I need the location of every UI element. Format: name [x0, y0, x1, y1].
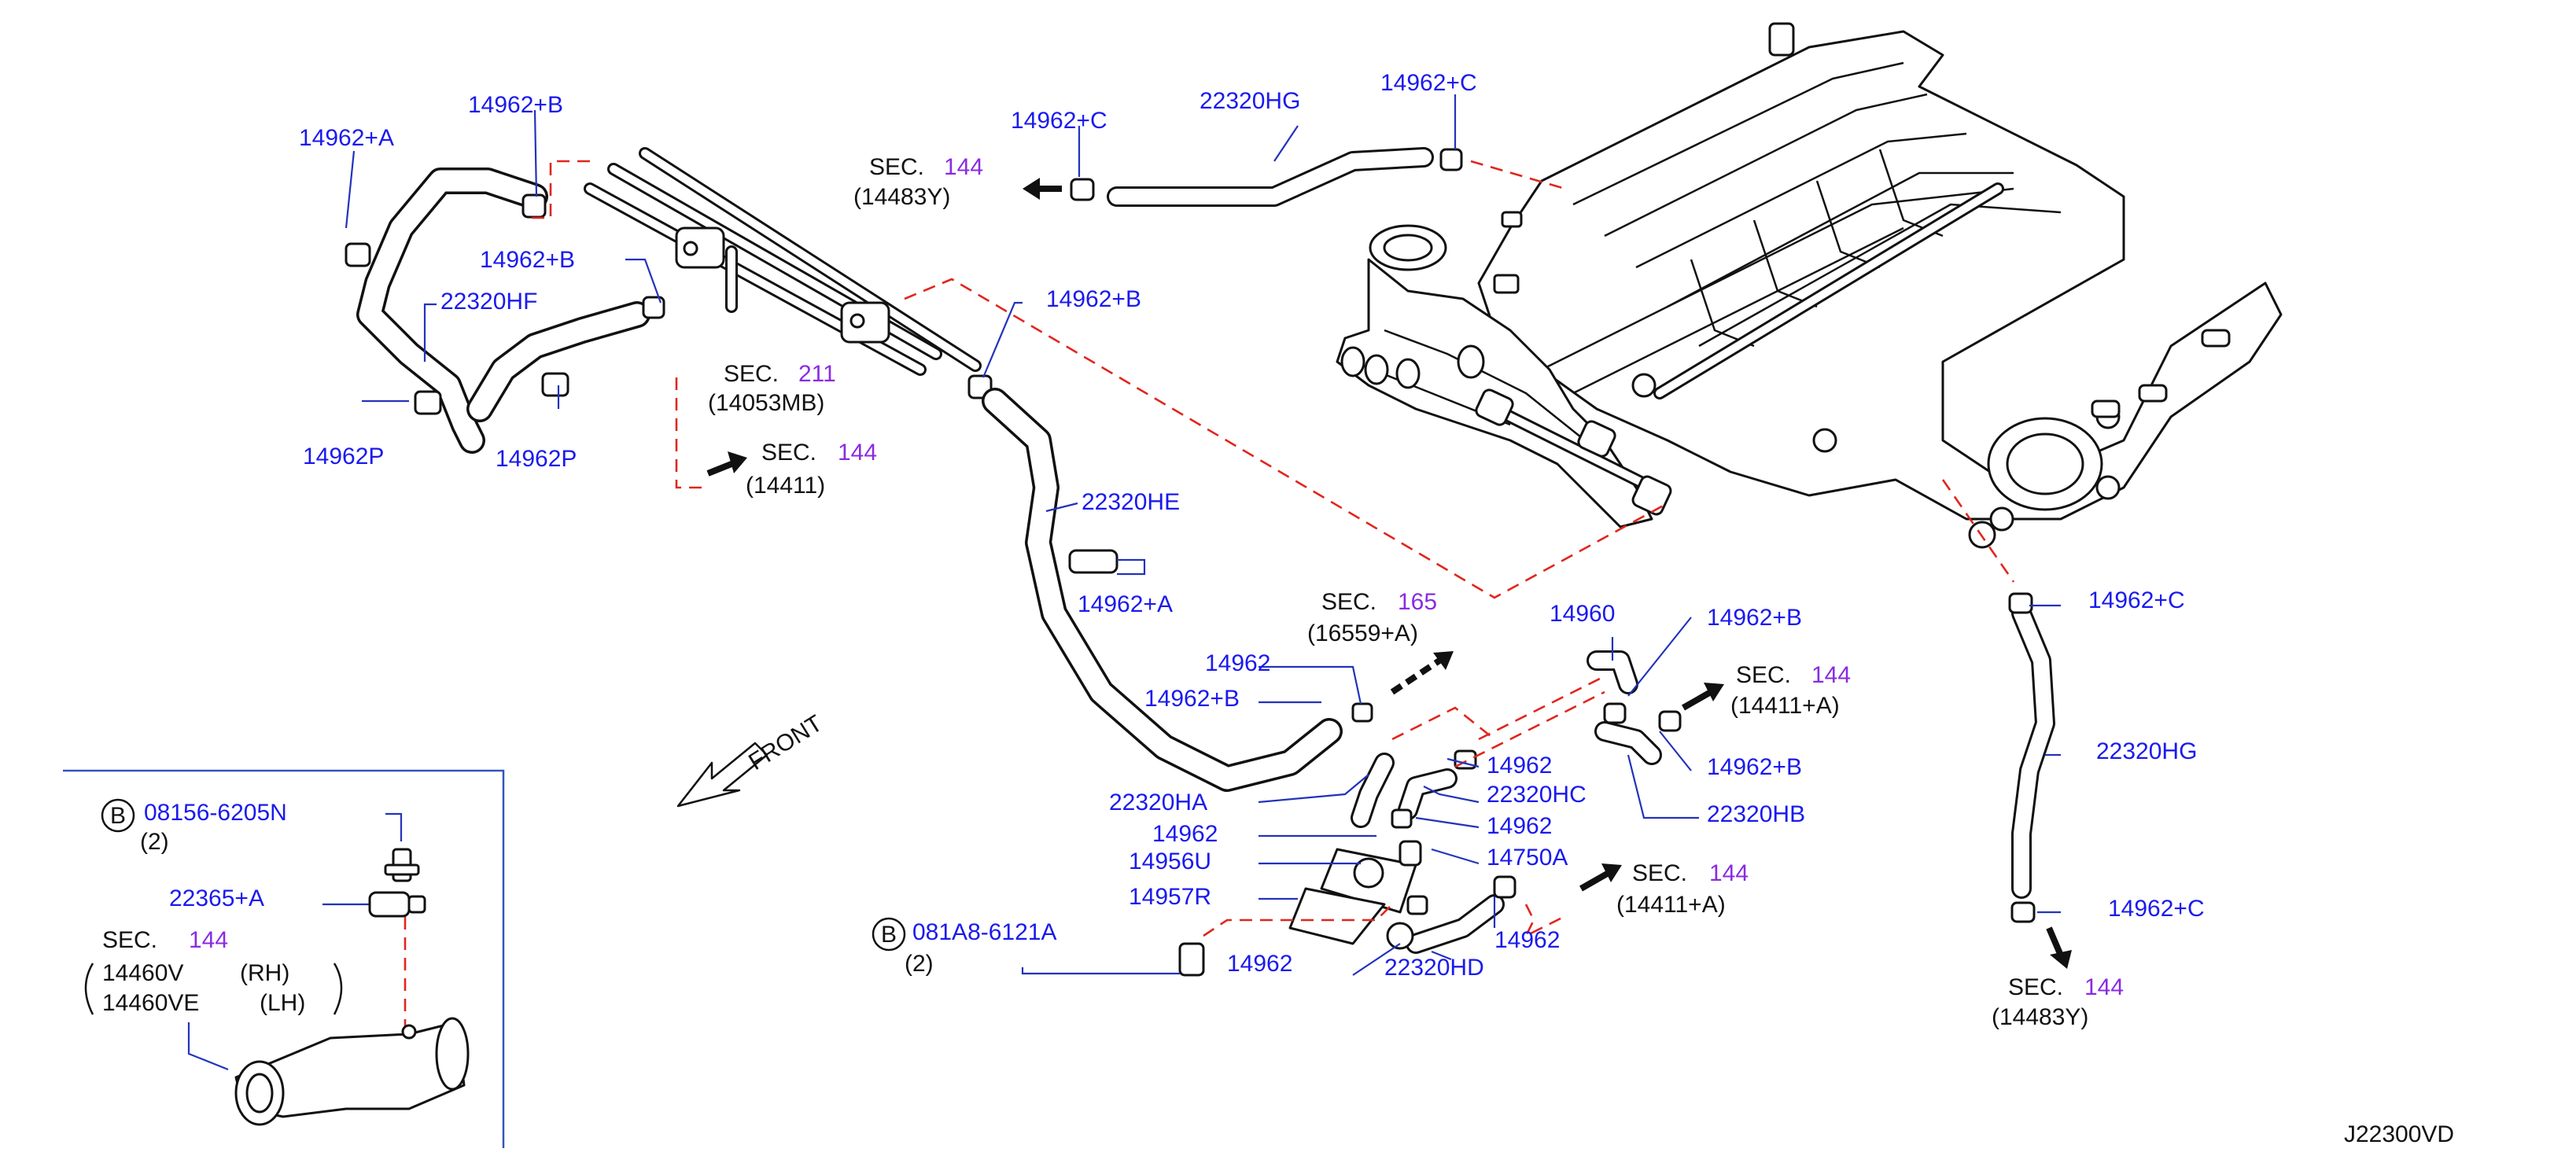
hose-22320HE — [982, 388, 1343, 792]
label-081A8-qty: (2) — [905, 951, 934, 977]
svg-text:SEC.: SEC. — [1736, 662, 1791, 688]
label-14962-B-top: 14962+B — [468, 92, 563, 118]
section-ref-1: SEC. 144 (14483Y) — [853, 154, 983, 210]
label-14962-B-right: 14962+B — [1046, 286, 1141, 312]
hose-22320HG-top — [1070, 147, 1463, 207]
label-22320HD: 22320HD — [1384, 955, 1484, 981]
label-22320HG-top: 22320HG — [1200, 88, 1300, 114]
label-22320HC: 22320HC — [1487, 782, 1587, 808]
svg-text:SEC.: SEC. — [102, 927, 157, 953]
svg-text:(14411+A): (14411+A) — [1730, 693, 1840, 719]
label-22365-A: 22365+A — [169, 885, 264, 911]
section-ref-5: SEC. 144 (14411+A) — [1730, 662, 1851, 719]
intake-manifold — [1336, 22, 2283, 549]
svg-text:144: 144 — [838, 440, 877, 466]
svg-text:144: 144 — [1811, 662, 1851, 688]
label-14962-A-top: 14962+A — [299, 125, 394, 151]
label-22320HG-right: 22320HG — [2096, 738, 2197, 764]
connector-14960 — [1587, 650, 1682, 765]
diagram-id: J22300VD — [2344, 1121, 2454, 1147]
part-labels: 14962+A 14962+B 14962+B 22320HF 14962P 1… — [102, 70, 2205, 1016]
label-14962-B-mid: 14962+B — [480, 247, 575, 273]
label-14962-c5: 14962 — [1227, 951, 1292, 977]
svg-text:144: 144 — [1709, 860, 1749, 886]
label-14750A: 14750A — [1487, 845, 1568, 871]
svg-text:SEC.: SEC. — [724, 361, 779, 387]
svg-text:144: 144 — [944, 154, 983, 180]
svg-text:165: 165 — [1398, 589, 1437, 615]
front-arrow-icon: FRONT — [676, 710, 827, 808]
label-14956U: 14956U — [1129, 849, 1211, 874]
svg-text:(14483Y): (14483Y) — [853, 184, 950, 210]
label-14962-C-r1: 14962+C — [2088, 587, 2185, 613]
label-14962-C-top: 14962+C — [1380, 70, 1477, 96]
label-14962-c1: 14962 — [1205, 650, 1270, 676]
vacuum-tube-assembly — [584, 147, 982, 376]
label-14962-c6: 14962 — [1494, 927, 1560, 953]
inset-brackets — [84, 963, 343, 1015]
leader-lines — [187, 94, 2061, 1071]
svg-text:144: 144 — [189, 927, 228, 953]
label-14962-C-left: 14962+C — [1011, 108, 1107, 134]
label-14460VE-side: (LH) — [260, 990, 305, 1016]
front-label: FRONT — [744, 710, 827, 775]
label-08156-qty: (2) — [140, 829, 169, 855]
inset-frame — [63, 769, 505, 1148]
label-14962-C-r2: 14962+C — [2108, 896, 2205, 922]
label-14962P-left: 14962P — [303, 444, 384, 469]
section-ref-3: SEC. 144 (14411) — [746, 440, 877, 499]
label-14962-A-mid: 14962+A — [1078, 591, 1173, 617]
svg-text:(16559+A): (16559+A) — [1307, 620, 1418, 646]
svg-text:(14411): (14411) — [746, 473, 825, 499]
section-ref-8: SEC. 144 — [102, 927, 228, 953]
label-14962-B-r1: 14962+B — [1707, 605, 1802, 631]
label-14962-c3: 14962 — [1487, 813, 1552, 839]
section-ref-2: SEC. 211 (14053MB) — [708, 361, 836, 416]
inset-parts — [234, 848, 470, 1126]
label-22320HB: 22320HB — [1707, 801, 1805, 827]
clip-icon — [345, 193, 993, 415]
label-22320HE: 22320HE — [1082, 489, 1180, 515]
label-14460VE: 14460VE — [102, 990, 199, 1016]
label-14960: 14960 — [1550, 601, 1615, 627]
section-ref-6: SEC. 144 (14411+A) — [1616, 860, 1749, 918]
label-22320HF: 22320HF — [440, 289, 537, 315]
arrow-icon — [706, 178, 2072, 969]
svg-text:SEC.: SEC. — [761, 440, 816, 466]
svg-text:(14411+A): (14411+A) — [1616, 892, 1726, 918]
section-ref-4: SEC. 165 (16559+A) — [1307, 589, 1437, 646]
svg-text:(14053MB): (14053MB) — [708, 390, 824, 416]
label-14460V-side: (RH) — [240, 960, 289, 986]
svg-text:SEC.: SEC. — [1321, 589, 1376, 615]
label-14962-B-c: 14962+B — [1144, 686, 1240, 712]
label-22320HA: 22320HA — [1109, 790, 1207, 815]
svg-text:(14483Y): (14483Y) — [1992, 1004, 2088, 1030]
svg-text:SEC.: SEC. — [1632, 860, 1687, 886]
label-14962-B-r2: 14962+B — [1707, 754, 1802, 780]
svg-text:144: 144 — [2084, 974, 2124, 1000]
svg-text:211: 211 — [798, 361, 836, 387]
label-14957R: 14957R — [1129, 884, 1211, 910]
label-14460V: 14460V — [102, 960, 183, 986]
label-081A8-6121A: 081A8-6121A — [912, 919, 1057, 945]
label-14962-c4: 14962 — [1152, 821, 1218, 847]
svg-text:B: B — [110, 803, 126, 829]
svg-text:SEC.: SEC. — [2008, 974, 2063, 1000]
connection-lines — [404, 160, 2015, 1038]
hose-22320HG-right — [2008, 592, 2055, 923]
label-14962P-right: 14962P — [496, 446, 577, 472]
bolt-marker: B B — [101, 798, 906, 952]
label-08156-6205N: 08156-6205N — [144, 800, 287, 826]
label-14962-c2: 14962 — [1487, 753, 1552, 779]
svg-text:SEC.: SEC. — [869, 154, 924, 180]
svg-text:B: B — [881, 922, 897, 948]
section-ref-7: SEC. 144 (14483Y) — [1992, 974, 2124, 1030]
valve-assembly — [1178, 702, 1516, 977]
hose-22320HF — [356, 168, 650, 454]
